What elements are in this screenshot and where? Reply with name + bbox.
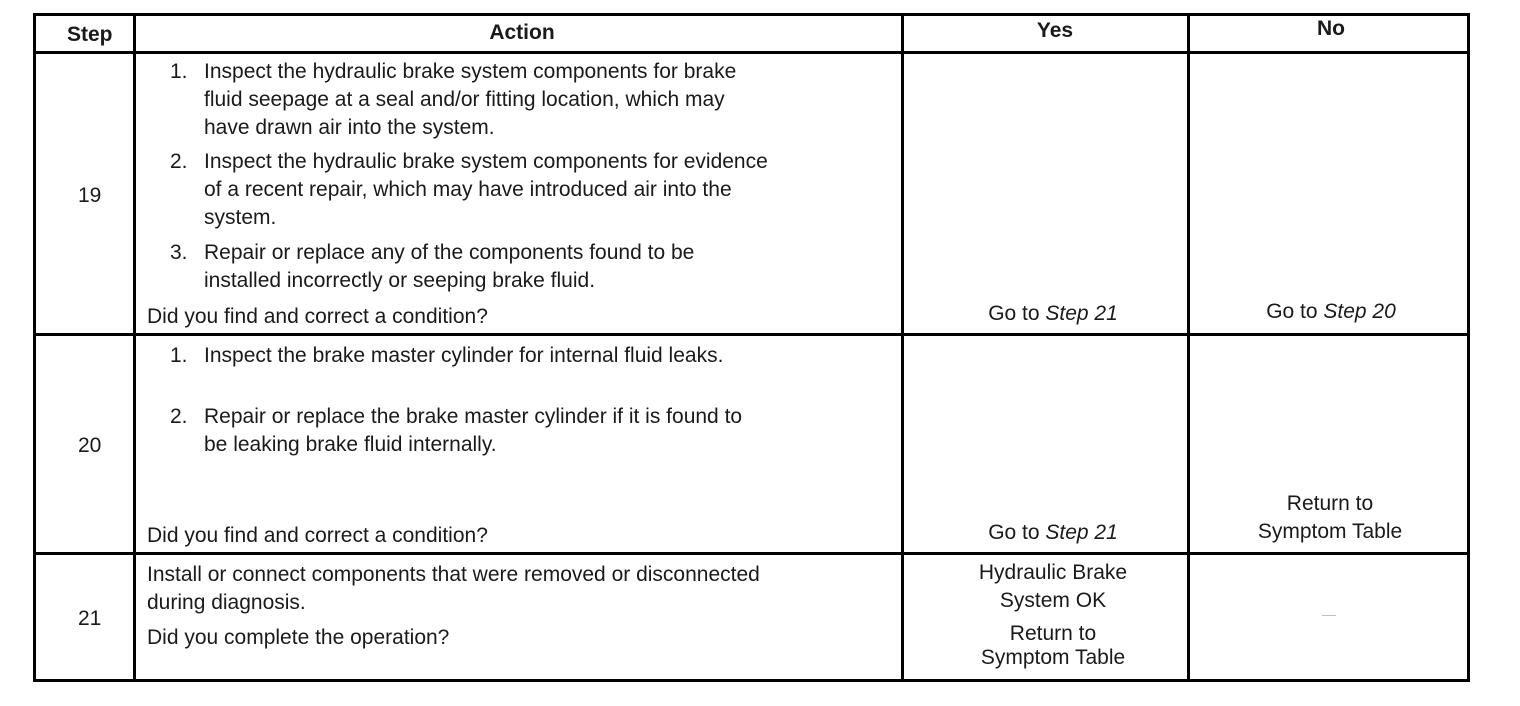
header-divider [33,51,1470,54]
header-no: No [1317,17,1345,40]
action-line: during diagnosis. [147,591,306,614]
header-step: Step [67,23,113,46]
table-border-top [33,13,1470,16]
list-item: Repair or replace the brake master cylin… [204,403,742,459]
list-item: Inspect the brake master cylinder for in… [204,342,723,370]
outcome-prefix: Go to [988,521,1046,544]
table-border-bottom [33,679,1470,682]
yes-outcome-link[interactable]: Return to Symptom Table [981,622,1125,670]
yes-outcome-status: Hydraulic Brake System OK [979,559,1127,615]
outcome-line: Return to [1009,622,1097,645]
no-outcome[interactable]: Return to Symptom Table [1258,490,1402,546]
list-item-line: be leaking brake fluid internally. [204,433,497,456]
column-divider-action-yes [901,13,904,682]
action-question: Did you find and correct a condition? [147,524,488,547]
table-border-right [1467,13,1470,682]
header-yes: Yes [1036,19,1074,42]
action-question: Did you find and correct a condition? [147,305,488,328]
outcome-line: Return to [1286,492,1374,515]
outcome-prefix: Go to [988,302,1046,325]
list-item-number: 2. [170,150,188,173]
list-item-line: fluid seepage at a seal and/or fitting l… [204,88,725,111]
list-item-line: Inspect the hydraulic brake system compo… [204,150,768,173]
no-outcome: Go to Step 20 [1266,298,1396,326]
yes-outcome: Go to Step 21 [988,519,1118,547]
row-divider-20-21 [33,552,1470,555]
list-item-line: installed incorrectly or seeping brake f… [204,269,596,292]
action-text: Install or connect components that were … [147,561,760,617]
list-item-number: 2. [170,405,188,428]
action-question: Did you complete the operation? [147,626,450,649]
list-item-line: Repair or replace the brake master cylin… [204,405,743,428]
list-item-number: 1. [170,344,188,367]
list-item-line: of a recent repair, which may have intro… [204,178,732,201]
list-item-number: 3. [170,241,188,264]
list-item-number: 1. [170,60,188,83]
table-border-left [33,13,36,682]
list-item: Repair or replace any of the components … [204,239,694,295]
list-item-line: have drawn air into the system. [204,116,495,139]
outcome-line: Symptom Table [1257,520,1403,543]
list-item-line: Inspect the hydraulic brake system compo… [204,60,737,83]
yes-outcome: Go to Step 21 [988,300,1118,328]
step-number: 20 [78,434,102,457]
list-item-line: Inspect the brake master cylinder for in… [204,344,724,367]
outcome-prefix: Go to [1266,300,1324,323]
step-link[interactable]: Step 21 [1045,302,1118,325]
column-divider-yes-no [1187,13,1190,682]
list-item-line: Repair or replace any of the components … [204,241,695,264]
list-item: Inspect the hydraulic brake system compo… [204,148,768,232]
outcome-line: Hydraulic Brake [978,561,1128,584]
action-line: Install or connect components that were … [147,563,760,586]
list-item: Inspect the hydraulic brake system compo… [204,58,736,142]
list-item-line: system. [204,206,277,229]
header-action: Action [489,21,555,44]
step-number: 21 [78,607,102,630]
column-divider-step-action [133,13,136,682]
no-outcome-empty: — [1322,606,1336,622]
step-link[interactable]: Step 21 [1045,521,1118,544]
step-link[interactable]: Step 20 [1323,300,1396,323]
outcome-line: System OK [999,589,1107,612]
row-divider-19-20 [33,333,1470,336]
outcome-line: Symptom Table [980,646,1126,669]
step-number: 19 [78,184,102,207]
